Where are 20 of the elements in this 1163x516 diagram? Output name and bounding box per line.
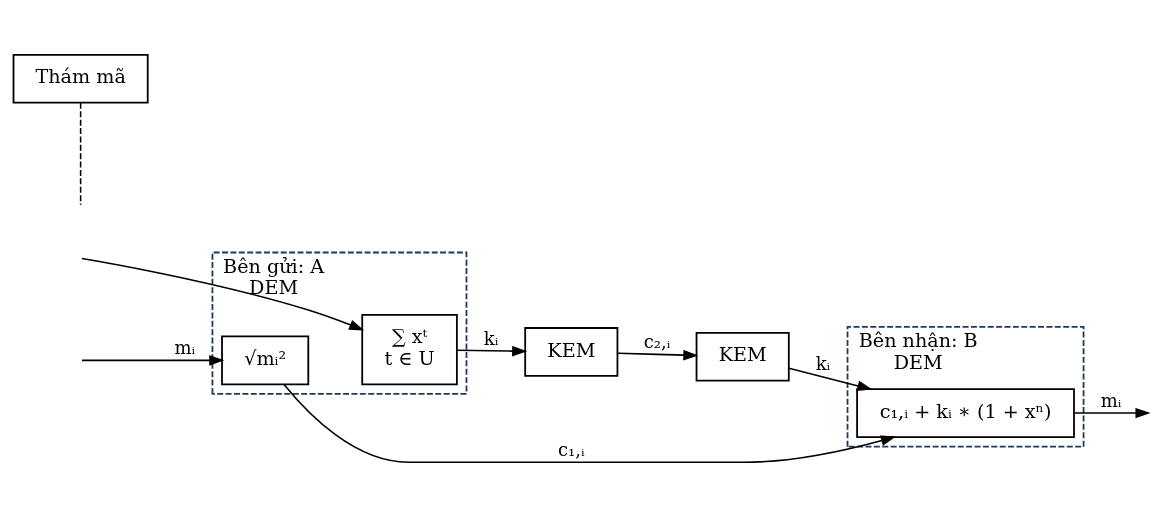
arrow bbox=[1073, 407, 1151, 418]
arrow bbox=[81, 257, 365, 330]
node-box: ∑ xᵗ t ∈ U bbox=[361, 313, 458, 385]
edge-label: mᵢ bbox=[1100, 389, 1122, 411]
connector bbox=[79, 101, 82, 206]
arrow bbox=[456, 345, 528, 356]
edge-label: c₂,ᵢ bbox=[643, 330, 671, 352]
node-box: √mᵢ² bbox=[221, 335, 310, 385]
edge-label: kᵢ bbox=[815, 352, 831, 374]
arrow bbox=[81, 354, 225, 366]
arrow bbox=[283, 383, 897, 463]
edge-label: mᵢ bbox=[174, 336, 196, 358]
node-box: KEM bbox=[524, 326, 619, 377]
node-box: Thám mã bbox=[12, 53, 149, 104]
edge-label: c₁,ᵢ bbox=[558, 438, 585, 460]
edge-label: kᵢ bbox=[483, 327, 499, 349]
node-box: c₁,ᵢ + kᵢ ∗ (1 + xⁿ) bbox=[856, 387, 1075, 438]
arrow bbox=[788, 367, 873, 391]
node-box: KEM bbox=[695, 331, 790, 382]
arrow bbox=[617, 349, 699, 360]
